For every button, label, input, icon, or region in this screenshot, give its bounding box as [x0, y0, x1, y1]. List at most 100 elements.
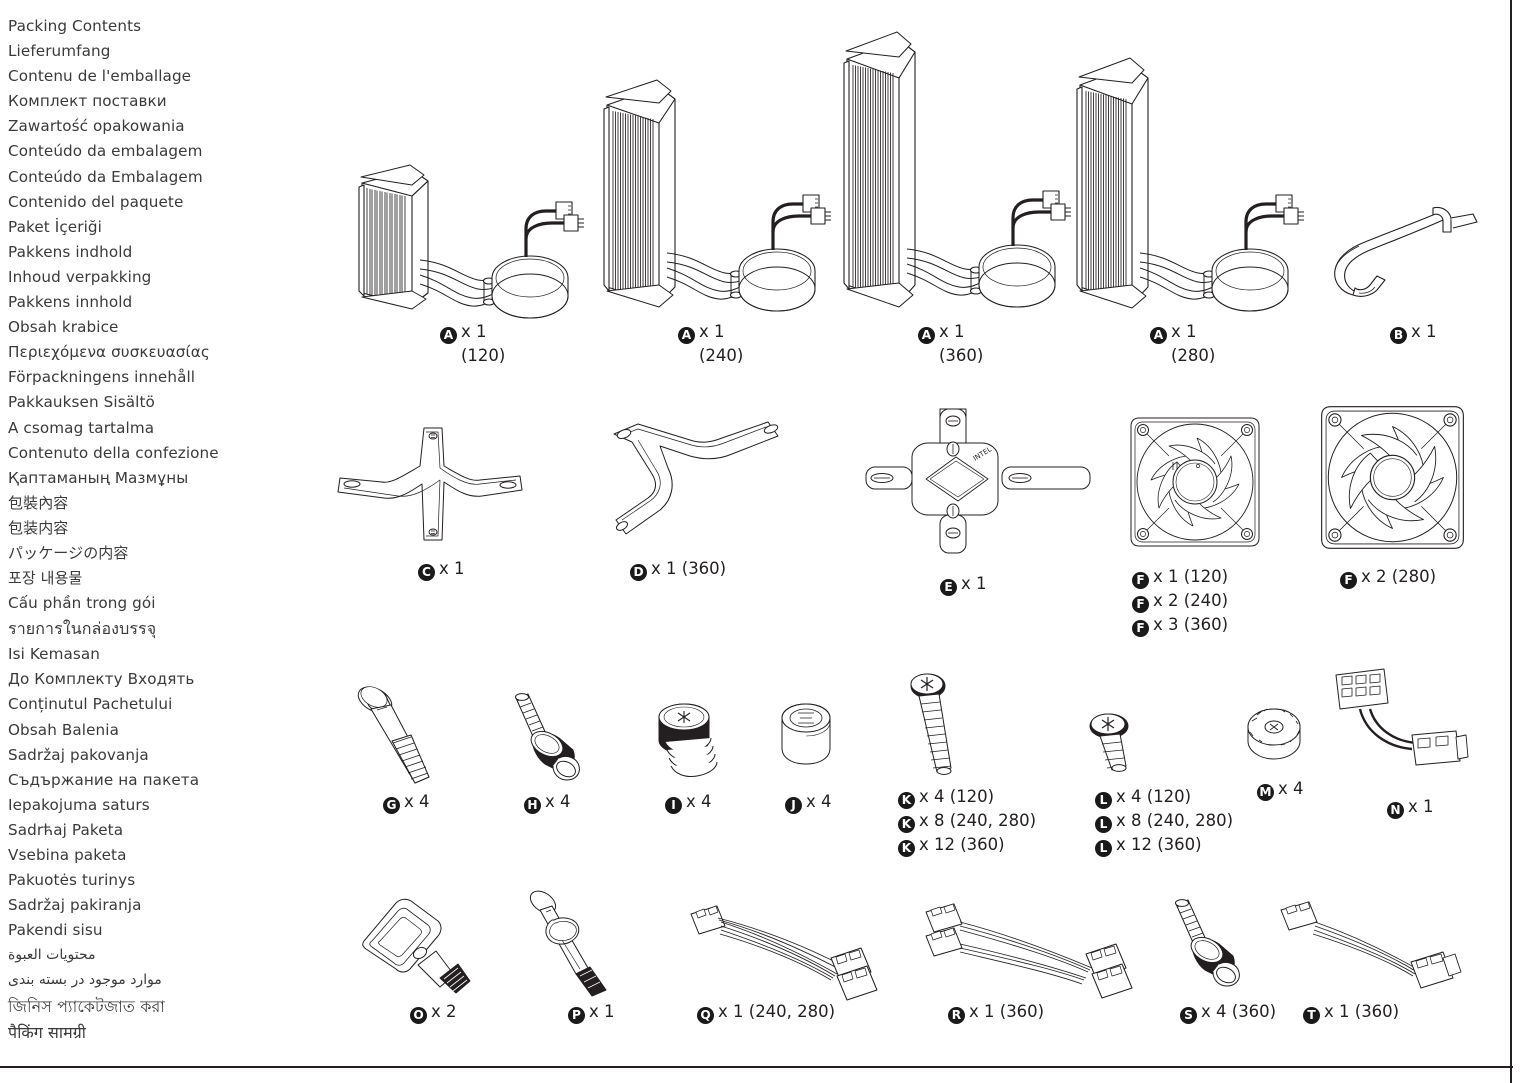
intel-backplate-icon: INTEL	[865, 405, 1091, 554]
badge-letter-l: L	[1095, 792, 1112, 809]
page-border-bottom	[0, 1066, 1513, 1068]
language-title-27: Conținutul Pachetului	[8, 695, 173, 714]
fan-screw-short-icon	[1082, 712, 1177, 787]
mounting-block-icon	[358, 893, 478, 998]
badge-letter-s: S	[1180, 1007, 1197, 1024]
badge-letter-a: A	[918, 327, 935, 344]
badge-letter-n: N	[1387, 802, 1404, 819]
badge-letter-f: F	[1132, 572, 1149, 589]
language-title-26: До Комплекту Входять	[8, 670, 195, 689]
fan-screw-long-icon	[895, 672, 1005, 782]
language-title-12: Obsah krabice	[8, 318, 119, 337]
language-title-18: Қаптаманың Мазмұны	[8, 468, 189, 487]
language-title-1: Lieferumfang	[8, 42, 111, 61]
language-title-10: Inhoud verpakking	[8, 267, 152, 286]
language-title-3: Комплект поставки	[8, 92, 167, 111]
spacer-sleeve-icon	[768, 702, 868, 782]
language-title-21: パッケージの内容	[8, 543, 129, 562]
language-title-28: Obsah Balenia	[8, 720, 120, 739]
language-title-11: Pakkens innhold	[8, 293, 133, 312]
amd-mounting-bracket-icon	[312, 420, 552, 550]
badge-letter-i: I	[665, 797, 682, 814]
mounting-bracket-360-icon	[572, 412, 802, 544]
language-title-8: Paket İçeriği	[8, 217, 102, 236]
badge-letter-a: A	[678, 327, 695, 344]
badge-letter-l: L	[1095, 840, 1112, 857]
language-title-9: Pakkens indhold	[8, 242, 133, 261]
badge-letter-o: O	[410, 1007, 427, 1024]
language-title-31: Iepakojuma saturs	[8, 795, 150, 814]
standoff-screw-360-icon	[1155, 898, 1265, 998]
thumb-nut-icon	[645, 700, 750, 790]
radiator-pump-assembly-icon	[595, 75, 845, 320]
language-title-30: Съдържание на пакета	[8, 770, 200, 789]
power-adapter-cable-icon	[1330, 665, 1490, 775]
badge-letter-d: D	[630, 564, 647, 581]
badge-letter-f: F	[1132, 620, 1149, 637]
long-screw-icon	[345, 685, 455, 790]
badge-letter-l: L	[1095, 816, 1112, 833]
radiator-pump-assembly-icon	[1068, 55, 1318, 320]
language-title-14: Förpackningens innehåll	[8, 368, 196, 387]
language-title-22: 포장 내용물	[8, 569, 83, 588]
radiator-pump-assembly-icon	[835, 27, 1085, 319]
language-title-24: รายการในกล่องบรรจุ	[8, 619, 157, 639]
cooling-fan-icon	[1125, 412, 1265, 552]
language-title-19: 包裝內容	[8, 493, 69, 512]
badge-letter-f: F	[1132, 596, 1149, 613]
badge-letter-j: J	[785, 797, 802, 814]
language-title-0: Packing Contents	[8, 17, 142, 35]
badge-letter-a: A	[1150, 327, 1167, 344]
language-title-38: موارد موجود در بسته بندی	[8, 972, 162, 989]
cooling-fan-icon	[1315, 400, 1470, 555]
language-title-5: Conteúdo da embalagem	[8, 142, 203, 161]
language-title-20: 包装内容	[8, 518, 69, 537]
language-title-13: Περιεχόμενα συσκευασίας	[8, 343, 210, 362]
language-title-6: Conteúdo da Embalagem	[8, 167, 203, 186]
language-title-7: Contenido del paquete	[8, 192, 184, 211]
badge-letter-t: T	[1303, 1007, 1320, 1024]
badge-letter-a: A	[440, 327, 457, 344]
badge-letter-g: G	[383, 797, 400, 814]
language-title-2: Contenu de l'emballage	[8, 67, 192, 86]
language-title-34: Pakuotės turinys	[8, 871, 136, 890]
language-title-25: Isi Kemasan	[8, 645, 101, 664]
badge-letter-p: P	[568, 1007, 585, 1024]
fan-splitter-cable-icon	[685, 900, 885, 1001]
badge-letter-k: K	[898, 792, 915, 809]
badge-letter-k: K	[898, 840, 915, 857]
knurled-washer-icon	[1240, 705, 1320, 775]
fan-splitter-cable-360-icon	[920, 900, 1140, 1000]
thermal-paste-syringe-icon	[518, 890, 638, 1000]
page-border-right	[1510, 0, 1512, 1083]
badge-letter-f: F	[1340, 572, 1357, 589]
extension-cable-icon	[1275, 900, 1465, 1000]
language-title-29: Sadržaj pakovanja	[8, 745, 149, 764]
language-title-15: Pakkauksen Sisältö	[8, 393, 155, 412]
language-title-17: Contenuto della confezione	[8, 443, 219, 462]
language-title-32: Sadrћaj Paketa	[8, 820, 124, 839]
language-title-23: Cấu phần trong gói	[8, 594, 156, 613]
badge-letter-k: K	[898, 816, 915, 833]
